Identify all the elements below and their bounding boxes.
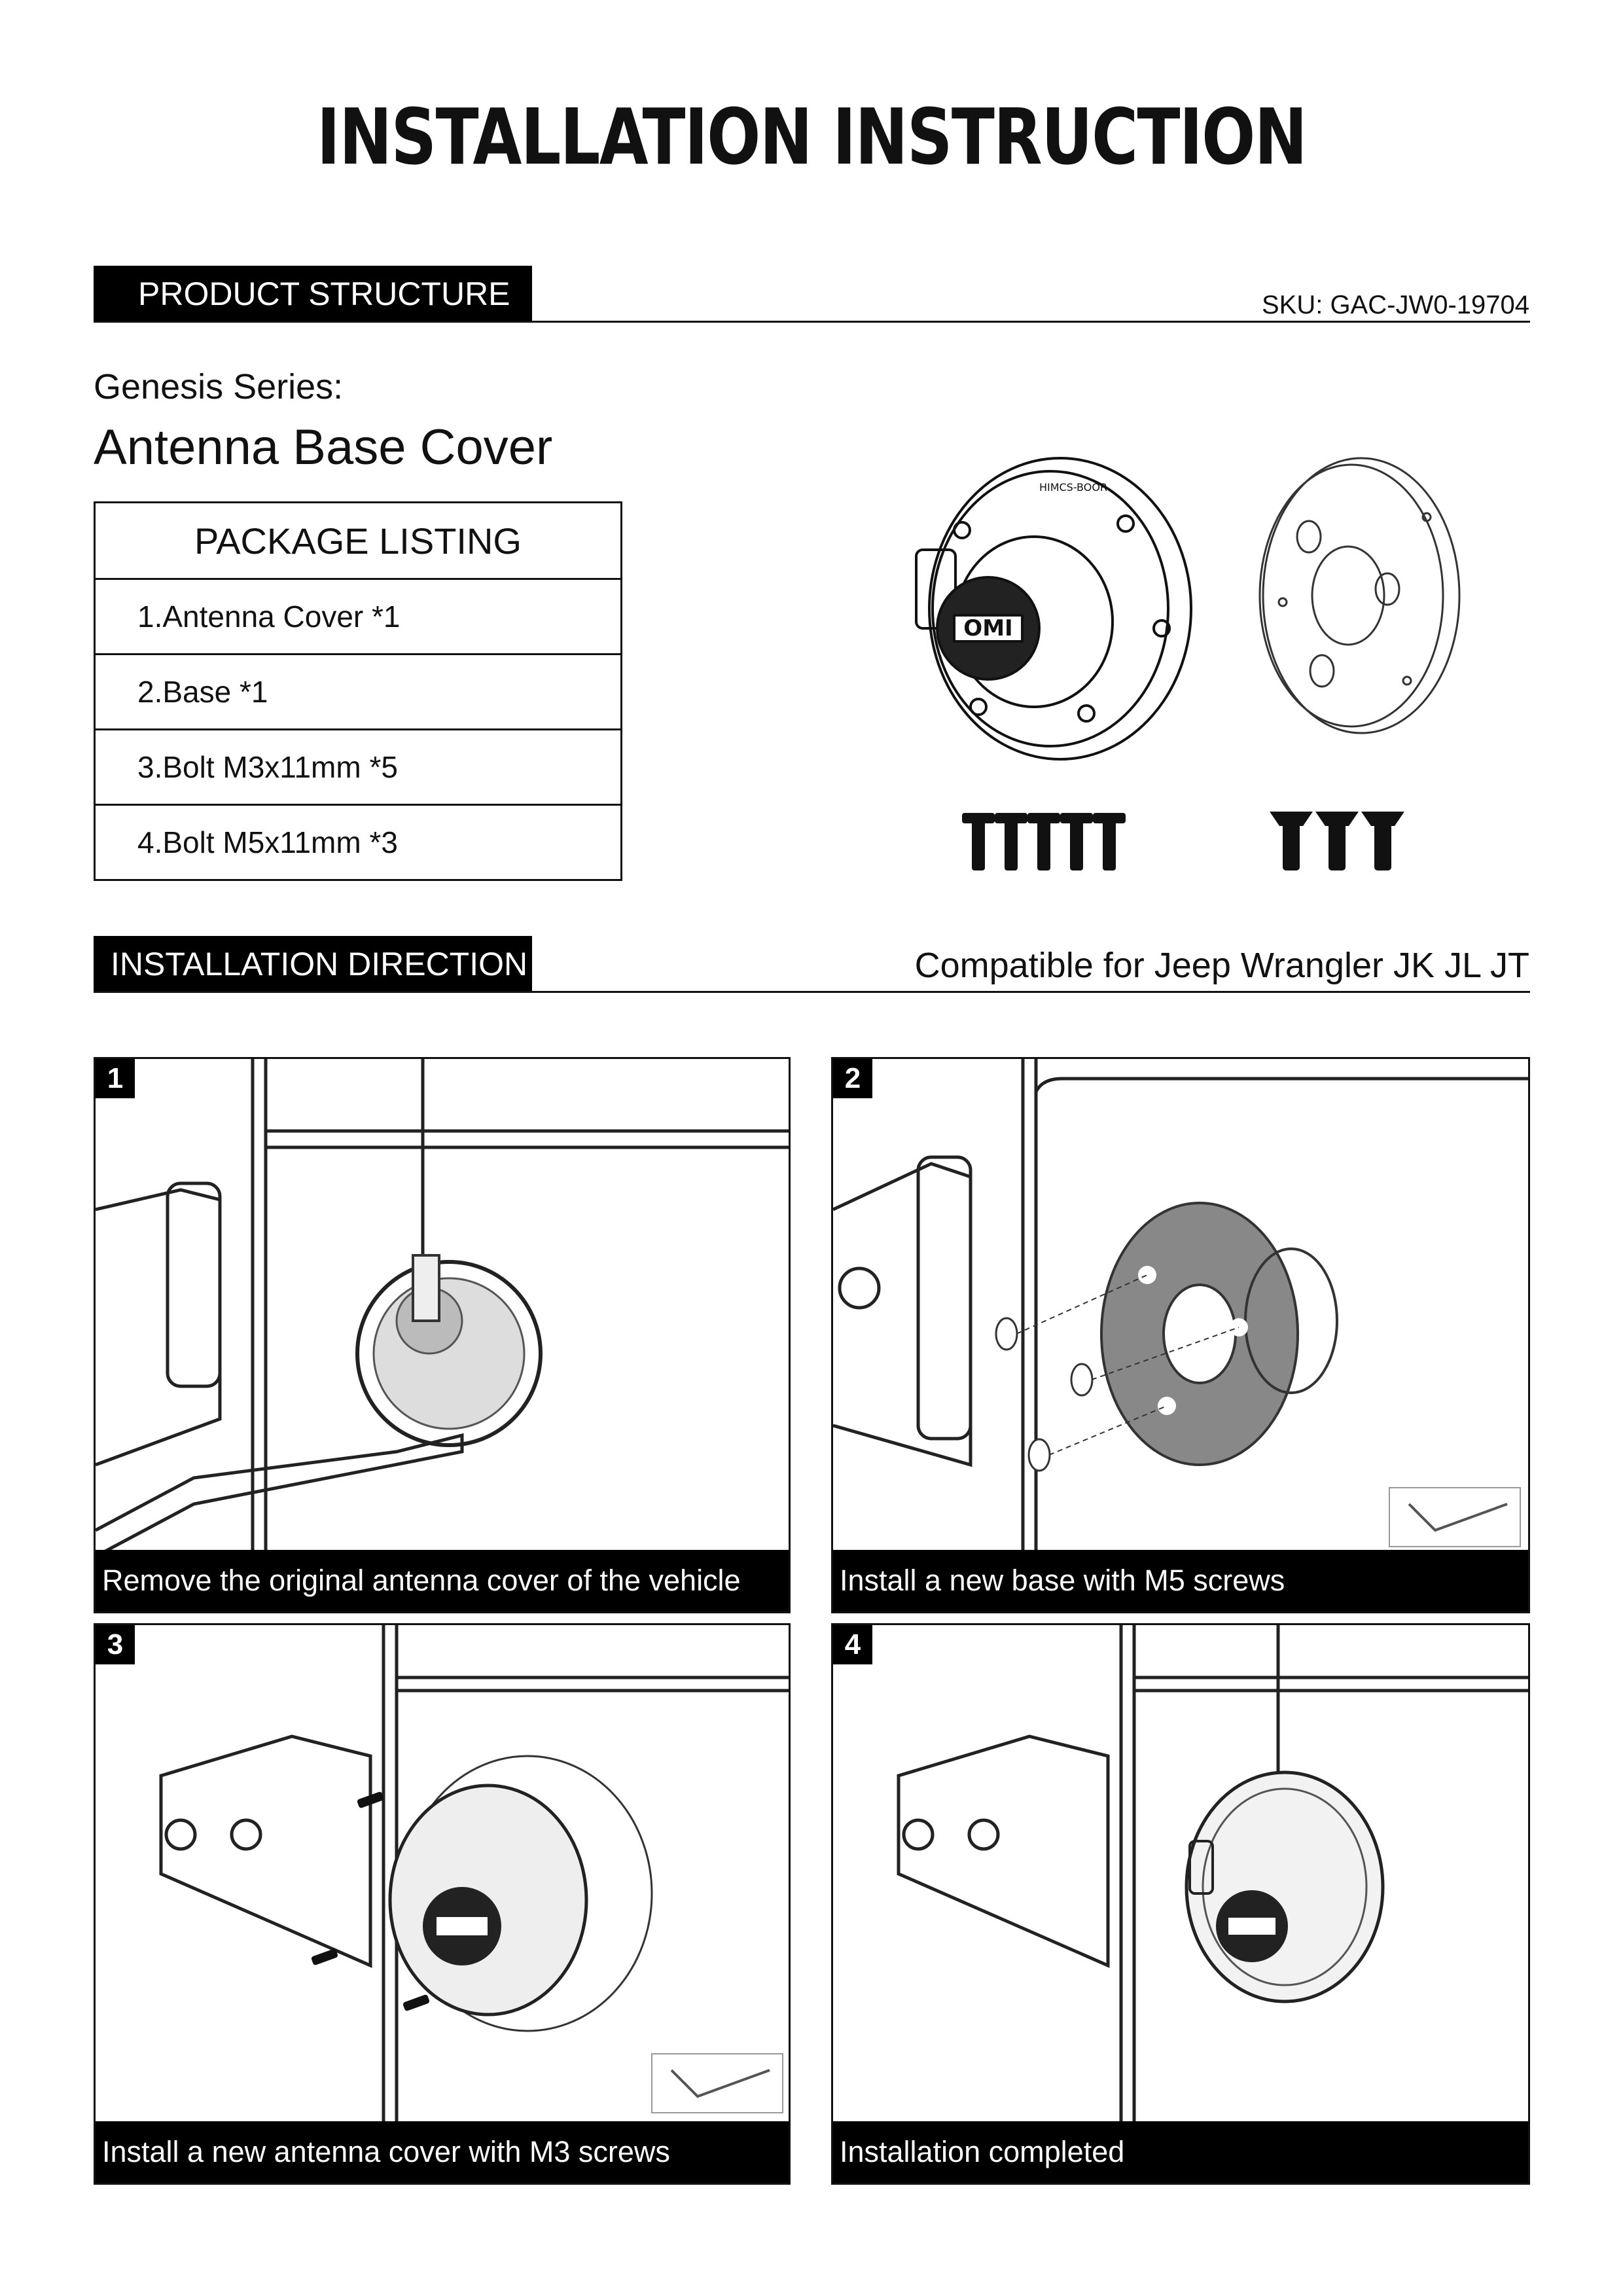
package-listing-header: PACKAGE LISTING bbox=[94, 501, 622, 580]
step-caption: Remove the original antenna cover of the… bbox=[96, 1550, 789, 1611]
package-item: 3.Bolt M3x11mm *5 bbox=[94, 728, 622, 806]
installation-direction-tab: INSTALLATION DIRECTION bbox=[94, 936, 532, 992]
package-item: 4.Bolt M5x11mm *3 bbox=[94, 804, 622, 881]
package-item: 2.Base *1 bbox=[94, 653, 622, 730]
step-panel-4: 4 Installation completed bbox=[831, 1623, 1530, 2185]
step-2-illustration bbox=[833, 1059, 1528, 1556]
step-caption: Install a new antenna cover with M3 scre… bbox=[96, 2121, 789, 2183]
package-item: 1.Antenna Cover *1 bbox=[94, 578, 622, 655]
step-caption: Installation completed bbox=[833, 2121, 1528, 2183]
product-structure-tab: PRODUCT STRUCTURE bbox=[94, 266, 532, 322]
product-illustration: OMI HIMCS-BOOR bbox=[915, 457, 1461, 870]
m3-bolts-drawing bbox=[962, 813, 1126, 870]
step-number: 2 bbox=[833, 1059, 872, 1098]
antenna-cover-drawing: OMI HIMCS-BOOR bbox=[915, 457, 1192, 761]
series-label: Genesis Series: bbox=[94, 367, 344, 406]
package-listing-table: PACKAGE LISTING 1.Antenna Cover *1 2.Bas… bbox=[94, 501, 622, 881]
section-divider bbox=[94, 991, 1530, 993]
m5-bolts-drawing bbox=[1270, 812, 1404, 870]
page-title: INSTALLATION INSTRUCTION bbox=[316, 92, 1308, 182]
step-panel-1: 1 Remove the original antenna cover of t… bbox=[94, 1057, 791, 1613]
step-number: 1 bbox=[96, 1059, 135, 1098]
step-4-illustration bbox=[897, 1625, 1528, 2126]
step-3-illustration bbox=[159, 1625, 789, 2126]
section-divider bbox=[94, 321, 1530, 323]
step-panel-3: 3 Install a new antenna cover with M3 sc… bbox=[94, 1623, 791, 2185]
step-panel-2: 2 Install a new base with M5 screws bbox=[831, 1057, 1530, 1613]
step-number: 3 bbox=[96, 1625, 135, 1664]
product-name: Antenna Base Cover bbox=[94, 420, 553, 475]
step-number: 4 bbox=[833, 1625, 872, 1664]
step-caption: Install a new base with M5 screws bbox=[833, 1550, 1528, 1611]
sku-label: SKU: GAC-JW0-19704 bbox=[1261, 291, 1529, 319]
step-1-illustration bbox=[96, 1059, 789, 1556]
cover-band-text: HIMCS-BOOR bbox=[1039, 481, 1107, 493]
cover-logo-text: OMI bbox=[963, 615, 1012, 641]
compatibility-text: Compatible for Jeep Wrangler JK JL JT bbox=[914, 946, 1529, 985]
base-plate-drawing bbox=[1258, 457, 1461, 734]
